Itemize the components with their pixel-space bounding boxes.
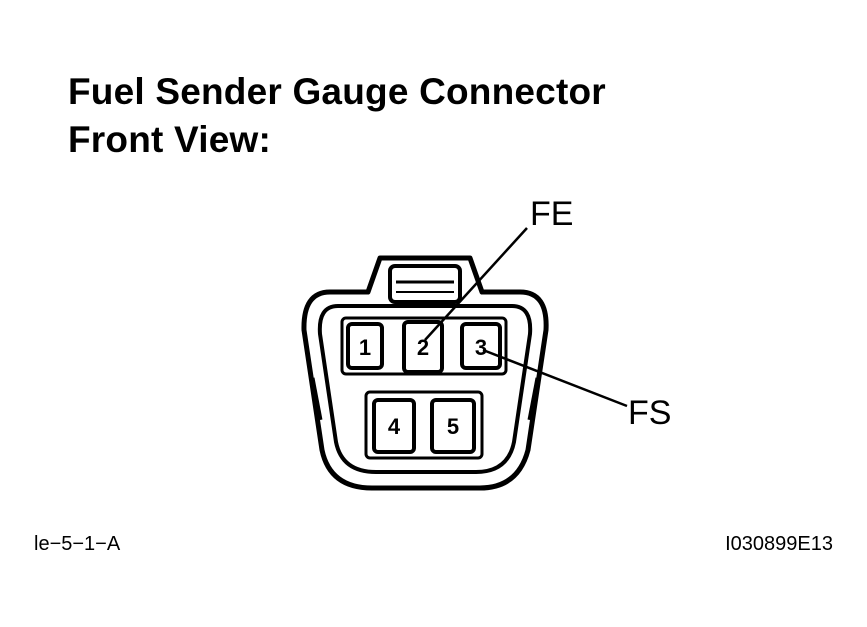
- lower-terminal-block: [364, 390, 484, 460]
- title-line-1: Fuel Sender Gauge Connector: [68, 71, 606, 112]
- pin-cavity-4: [372, 398, 416, 454]
- diagram-title: Fuel Sender Gauge Connector Front View:: [68, 68, 606, 164]
- connector-latch: [388, 264, 462, 304]
- side-notch-right: [527, 377, 541, 421]
- pin-cavity-2: [402, 320, 444, 374]
- pin-label-4: 4: [388, 414, 401, 439]
- pin-cavity-3: [460, 322, 502, 370]
- connector-inner-shell: [317, 304, 533, 474]
- pin-label-2: 2: [417, 335, 429, 360]
- callout-label-fs: FS: [628, 394, 671, 432]
- pin-cavity-5: [430, 398, 476, 454]
- leader-line-fs: [482, 348, 628, 408]
- callout-label-fe: FE: [530, 195, 573, 233]
- pin-label-5: 5: [447, 414, 459, 439]
- pin-label-3: 3: [475, 335, 487, 360]
- leader-line-fe: [424, 227, 528, 341]
- pin-label-1: 1: [359, 335, 371, 360]
- connector-outer-shell: [301, 255, 549, 491]
- side-notch-left: [309, 377, 323, 421]
- title-line-2: Front View:: [68, 119, 271, 160]
- diagram-code-right: I030899E13: [725, 533, 833, 555]
- diagram-code-left: le−5−1−A: [34, 533, 121, 555]
- pin-cavity-1: [346, 322, 384, 370]
